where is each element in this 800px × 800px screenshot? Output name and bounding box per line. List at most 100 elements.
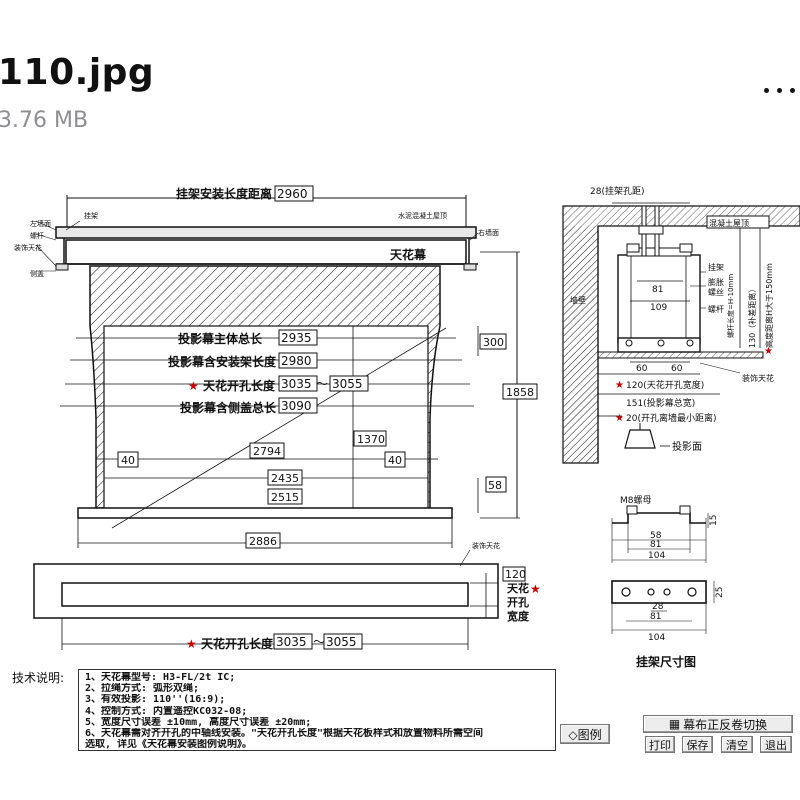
side-roof-label: 混凝土屋顶	[709, 218, 749, 228]
bottom-tilde: ～	[313, 635, 325, 649]
opening-plan	[33, 549, 499, 650]
tech-note-line: 4、控制方式: 内置遥控KC032-08;	[85, 705, 248, 717]
file-size: 3.76 MB	[0, 108, 89, 133]
tech-note-line: 选取, 详见《天花幕安装图例说明》。	[85, 739, 253, 751]
dim-2515: 2515	[271, 491, 299, 504]
bottom-opening-min: 3035	[276, 635, 307, 649]
tech-note-line: 1、天花幕型号: H3-FL/2t IC;	[85, 672, 236, 683]
drawing-canvas: 挂架安装长度距离 2960 左墙面 螺杆 装饰天花 侧盖 挂架 水泥混凝土屋顶 …	[14, 185, 800, 669]
side-hanger-label: 挂架	[708, 262, 724, 272]
star-icon: ★	[764, 346, 773, 357]
star-icon: ★	[530, 582, 541, 596]
hole-distance: 28(挂架孔距)	[590, 185, 644, 197]
side-deco-ceiling: 装饰天花	[742, 373, 774, 383]
deco-ceiling-label-2: 装饰天花	[472, 541, 500, 550]
opening-label: 天花开孔长度	[203, 378, 276, 393]
more-dot-icon	[777, 88, 782, 93]
side-cover-label: 侧盖	[30, 269, 44, 278]
star-icon: ★	[186, 637, 197, 651]
hanger-dim-58: 58	[650, 531, 662, 541]
mount-value-box	[274, 185, 314, 202]
bolt-label: 螺杆	[30, 231, 44, 240]
tech-note-line: 6、天花幕需对齐开孔的中轴线安装。"天花开孔长度"根据天花板样式和放置物料所需空…	[85, 728, 484, 740]
dim-40-right: 40	[388, 454, 402, 467]
print-button[interactable]: 打印	[645, 736, 675, 753]
dim-40-left: 40	[121, 454, 135, 467]
right-wall-label: 右墙面	[478, 228, 499, 237]
clear-button[interactable]: 清空	[721, 736, 753, 753]
hanger-label: 挂架	[84, 211, 98, 220]
tilde: ～	[316, 377, 328, 391]
dim-1370: 1370	[357, 433, 385, 446]
star-icon: ★	[615, 380, 624, 391]
with-cover: 3090	[281, 399, 312, 413]
with-bracket-label: 投影幕含安装架长度	[168, 354, 277, 369]
hanger-dim-81: 81	[650, 540, 661, 550]
tech-label: 技术说明:	[12, 671, 65, 685]
more-dot-icon	[790, 88, 795, 93]
opening-max: 3055	[332, 377, 363, 391]
exit-button[interactable]: 退出	[760, 736, 792, 753]
side-dim-151: 151(投影幕总宽)	[626, 397, 695, 409]
dim-2886: 2886	[249, 535, 277, 548]
tech-note-line: 3、有效投影: 110''(16:9);	[85, 694, 226, 706]
hanger-title: 挂架尺寸图	[636, 654, 696, 669]
height-note-2: 高度距离H大于150mm	[764, 263, 774, 348]
hanger-dim-25: 25	[715, 587, 725, 598]
tech-note-line: 5、宽度尺寸误差 ±10mm, 高度尺寸误差 ±20mm;	[85, 716, 312, 728]
side-bolt-label: 螺杆	[708, 304, 724, 314]
bolt-length-note: 螺杆长度=H-10mm	[726, 274, 735, 338]
wall-label: 墙壁	[570, 295, 586, 305]
mount-label: 挂架安装长度距离	[176, 186, 272, 201]
bottom-opening-label: 天花开孔长度	[201, 636, 274, 651]
installation-drawing: 挂架安装长度距离 2960 左墙面 螺杆 装饰天花 侧盖 挂架 水泥混凝土屋顶 …	[0, 178, 800, 768]
toggle-label: 幕布正反卷切换	[683, 717, 768, 732]
side-dim-60a: 60	[636, 364, 648, 374]
screen-icon: ▦	[668, 717, 681, 731]
dim-120: 120	[505, 568, 526, 581]
hanger-dim-15: 15	[709, 515, 719, 526]
roof-label: 水泥混凝土屋顶	[398, 211, 447, 220]
projection-face-label: 投影面	[672, 440, 702, 453]
bottom-opening-max: 3055	[326, 635, 357, 649]
dim-300: 300	[483, 336, 504, 349]
dim-2794: 2794	[253, 445, 281, 458]
dim-2435: 2435	[271, 472, 299, 485]
file-name: 110.jpg	[0, 52, 155, 93]
side-section-view	[562, 202, 800, 464]
ceiling-screen-label: 天花幕	[390, 247, 427, 262]
star-icon: ★	[188, 379, 199, 393]
legend-button[interactable]: ◇图例	[560, 724, 610, 744]
side-dim-120: 120(天花开孔宽度)	[626, 379, 704, 391]
side-dim-60b: 60	[671, 364, 683, 374]
hanger-detail	[611, 505, 715, 634]
dim-1858: 1858	[506, 386, 534, 399]
body-length-label: 投影幕主体总长	[178, 331, 263, 346]
opening-min: 3035	[281, 377, 312, 391]
mount-value: 2960	[277, 187, 308, 201]
more-dot-icon	[764, 88, 769, 93]
hanger-dim-104: 104	[648, 551, 665, 561]
hanger-dim-81b: 81	[650, 612, 661, 622]
m8-nut-label: M8螺母	[620, 495, 652, 506]
with-bracket: 2980	[281, 354, 312, 368]
tech-notes-panel: 1、天花幕型号: H3-FL/2t IC;2、拉绳方式: 弧形双绳;3、有效投影…	[78, 669, 556, 751]
height-note: 130（补差距离）	[747, 285, 757, 348]
dim-58: 58	[488, 479, 502, 492]
hanger-dim-104b: 104	[648, 633, 665, 643]
file-header: 110.jpg 3.76 MB	[0, 0, 800, 175]
more-options-button[interactable]	[760, 78, 800, 102]
front-view	[35, 195, 520, 548]
opening-width-2: 开孔	[507, 596, 529, 609]
hanger-dim-28: 28	[652, 602, 664, 612]
roll-direction-toggle-button[interactable]: ▦ 幕布正反卷切换	[643, 715, 793, 733]
side-dim-109: 109	[650, 303, 667, 313]
side-dim-81: 81	[652, 285, 663, 295]
star-icon: ★	[615, 413, 624, 424]
exp-screw-2: 螺丝	[708, 287, 724, 297]
side-dim-20: 20(开孔离墙最小距离)	[626, 412, 716, 424]
tech-note-line: 2、拉绳方式: 弧形双绳;	[85, 683, 200, 695]
save-button[interactable]: 保存	[682, 736, 713, 753]
exp-screw-1: 膨胀	[708, 277, 724, 287]
opening-width-3: 宽度	[506, 609, 530, 623]
